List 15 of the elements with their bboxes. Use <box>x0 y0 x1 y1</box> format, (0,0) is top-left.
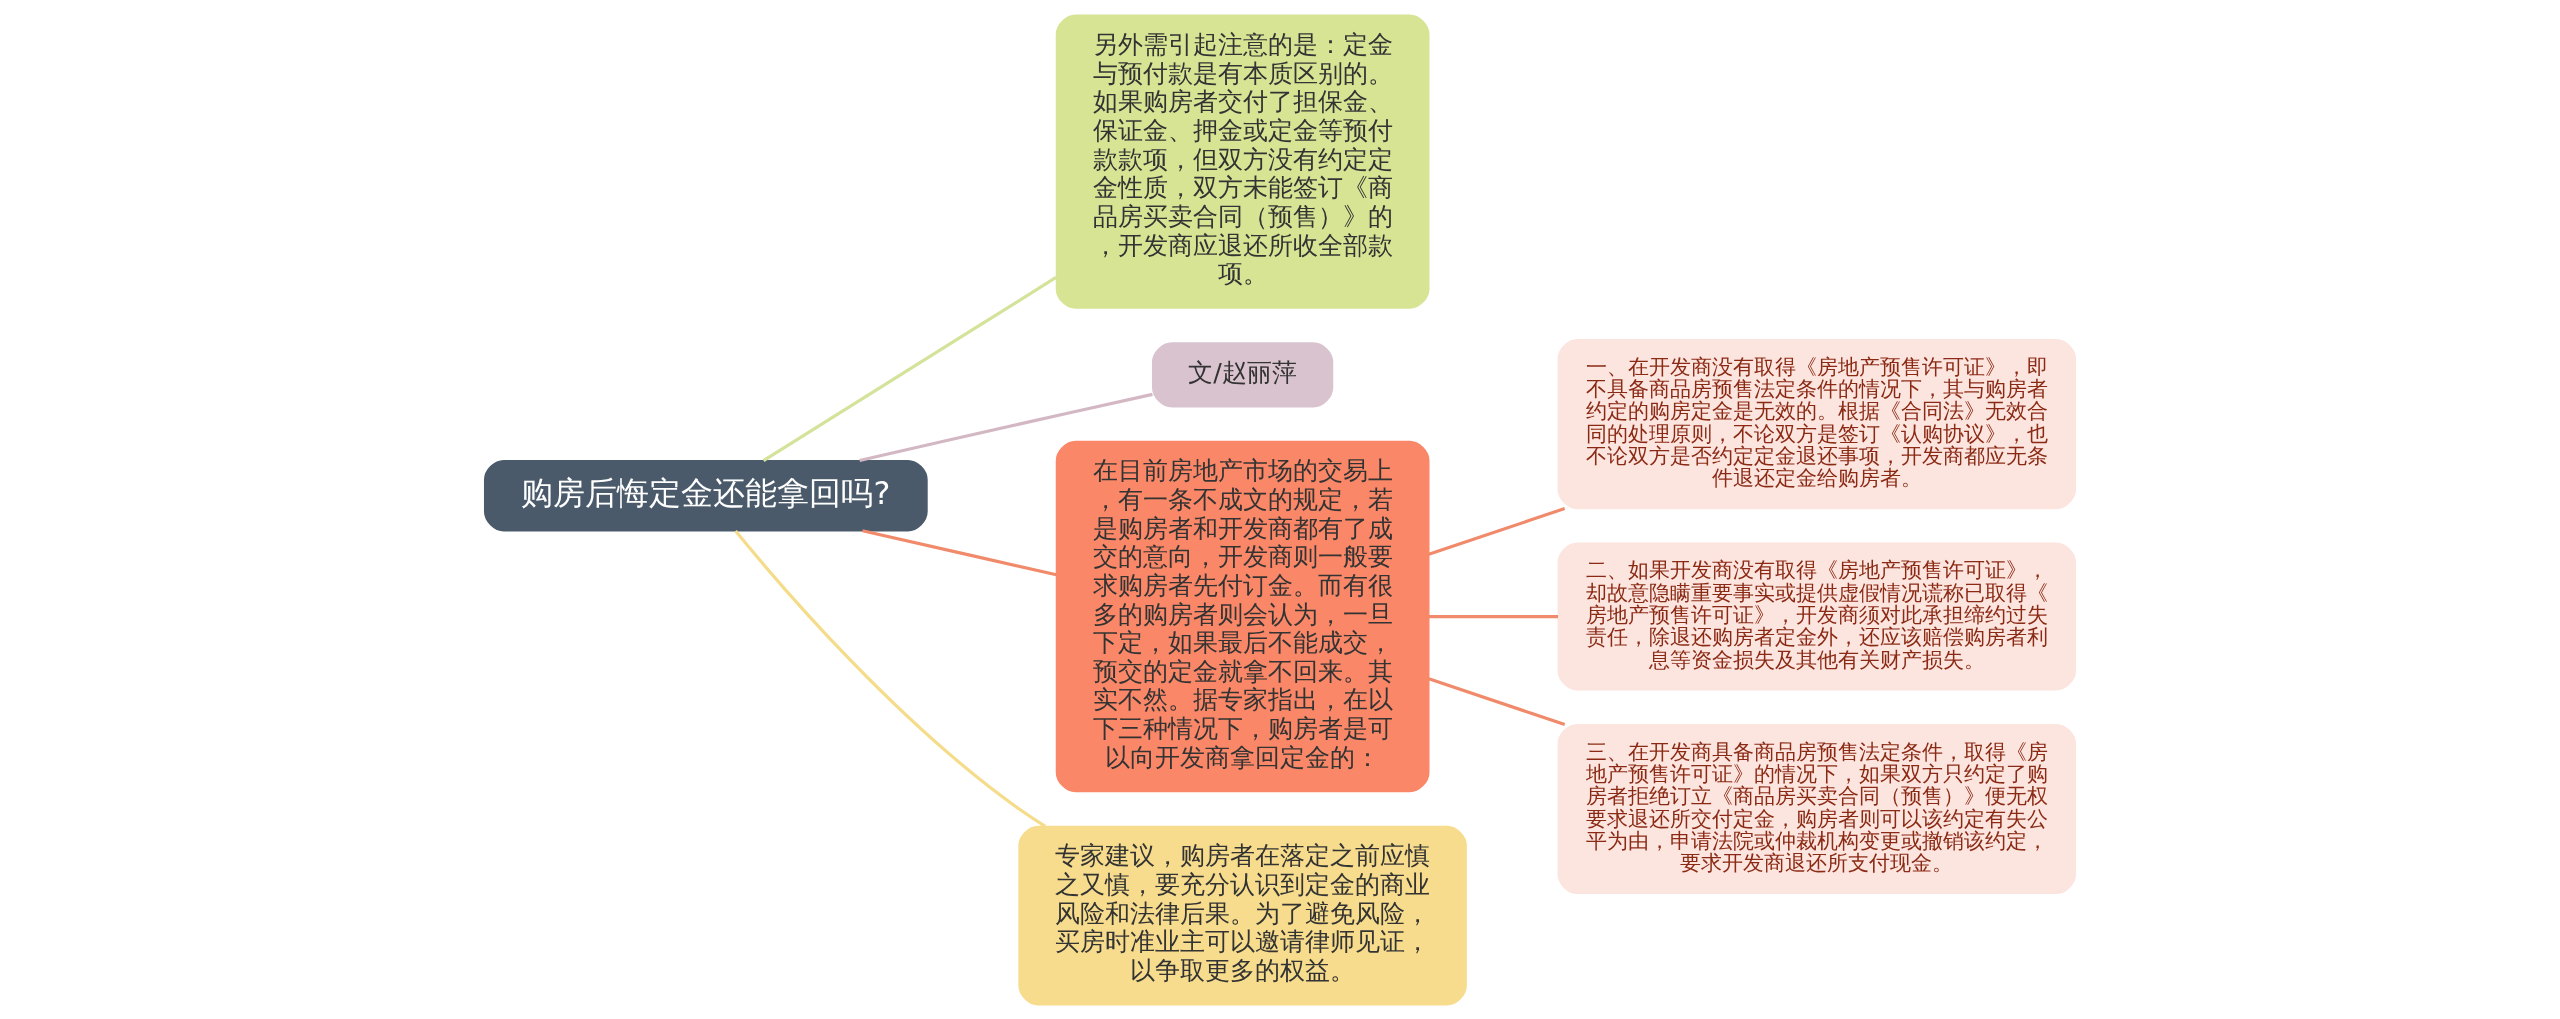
node-box: 一、在开发商没有取得《房地产预售许可证》，即不具备商品房预售法定条件的情况下，其与购房者约定的购房定金是无效的。根据《合同法》无效合同的处理原则，不论双方是签订《认购协议》，也不论双方是否约定定金退还事项，开发商都应无条件退还定金给购房者。 <box>1557 338 2077 509</box>
node-box: 三、在开发商具备商品房预售法定条件，取得《房地产预售许可证》的情况下，如果双方只约定了购房者拒绝订立《商品房买卖合同（预售）》便无权要求退还所交付定金，购房者则可以该约定有失公平为由，申请法院或仲裁机构变更或撤销该约定，要求开发商退还所支付现金。 <box>1557 723 2077 894</box>
connector <box>762 275 1057 462</box>
connector <box>859 392 1153 462</box>
node-box: 文/赵丽萍 <box>1151 341 1334 407</box>
node-box: 购房后悔定金还能拿回吗? <box>483 459 928 531</box>
connector <box>734 529 1047 828</box>
connector <box>1428 676 1566 726</box>
node-box: 二、如果开发商没有取得《房地产预售许可证》，却故意隐瞒重要事实或提供虚假情况谎称已取得《房地产预售许可证》，开发商须对此承担缔约过失责任，除退还购房者定金外，还应该赔偿购房者利息等资金损失及其他有关财产损失。 <box>1557 542 2077 690</box>
connector <box>862 528 1057 576</box>
node-box: 在目前房地产市场的交易上，有一条不成文的规定，若是购房者和开发商都有了成交的意向，开发商则一般要求购房者先付订金。而有很多的购房者则会认为，一旦下定，如果最后不能成交，预交的定金就拿不回来。其实不然。据专家指出，在以下三种情况下，购房者是可以向开发商拿回定金的： <box>1055 440 1430 792</box>
connector <box>1428 506 1566 556</box>
node-box: 专家建议，购房者在落定之前应慎之又慎，要充分认识到定金的商业风险和法律后果。为了避免风险，买房时准业主可以邀请律师见证，以争取更多的权益。 <box>1018 825 1467 1005</box>
node-box: 另外需引起注意的是：定金与预付款是有本质区别的。如果购房者交付了担保金、保证金、押金或定金等预付款款项，但双方没有约定定金性质，双方未能签订《商品房买卖合同（预售）》的，开发商应退还所收全部款项。 <box>1055 14 1430 309</box>
connector <box>1428 614 1558 618</box>
